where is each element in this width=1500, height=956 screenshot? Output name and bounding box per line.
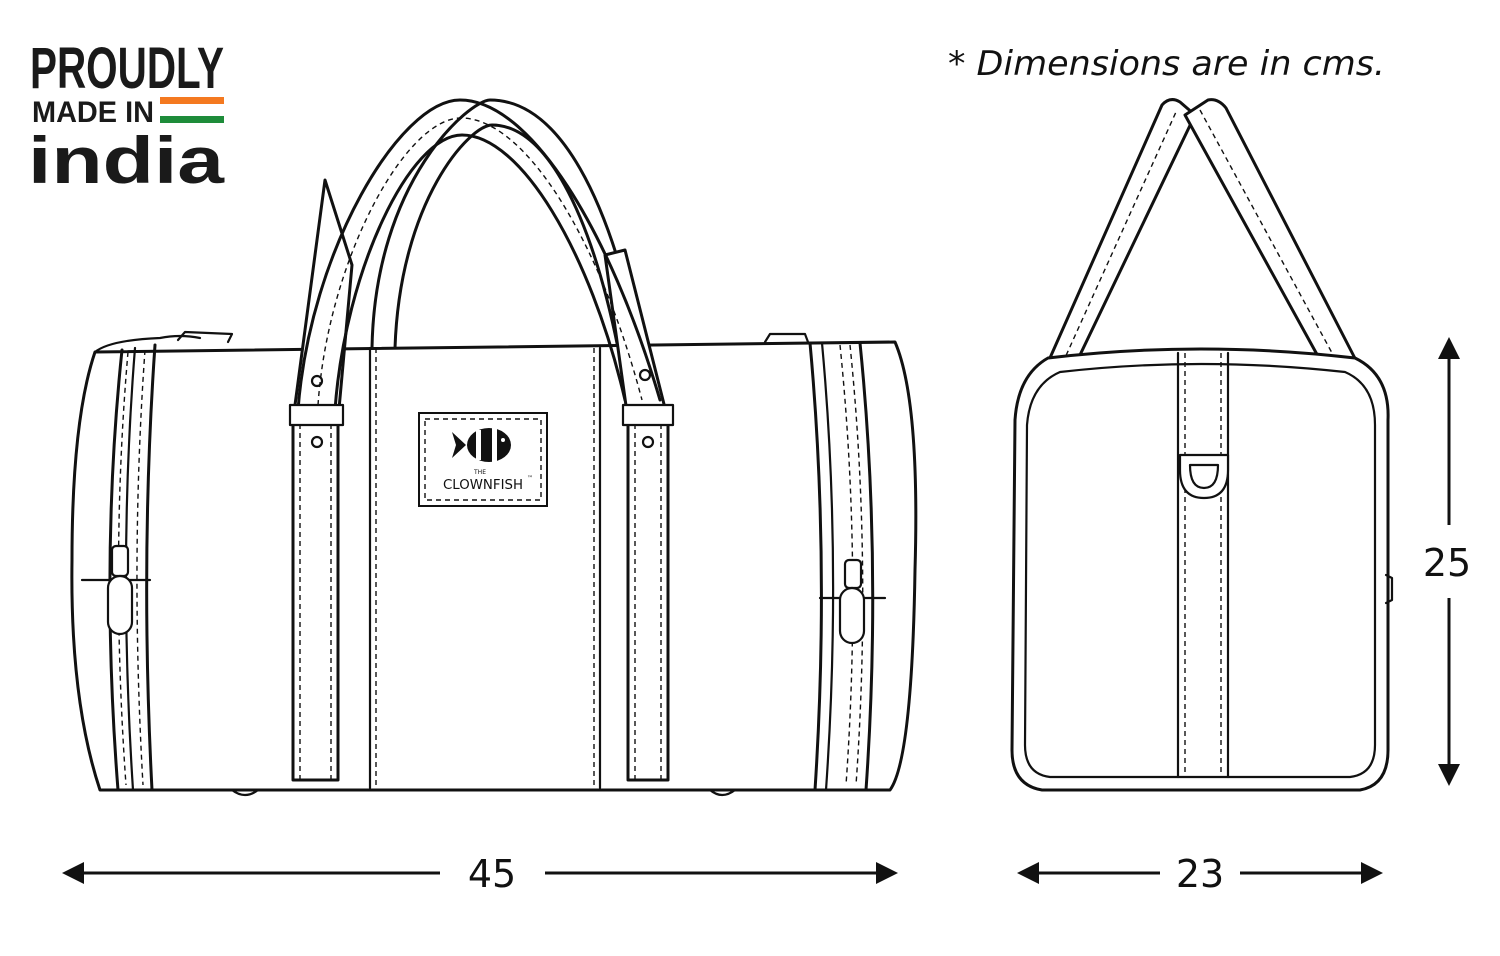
arrow-right-icon <box>1361 862 1383 884</box>
arrow-up-icon <box>1438 337 1460 359</box>
brand-trademark: ™ <box>527 475 533 482</box>
handle-front <box>296 98 662 412</box>
brand-name: CLOWNFISH <box>443 478 523 493</box>
top-zipper-pull <box>176 330 234 344</box>
arrow-left-icon <box>62 862 84 884</box>
brand-small-text: THE <box>473 469 486 476</box>
handle-front-inner <box>333 133 627 412</box>
d-ring-icon <box>1178 453 1230 500</box>
flag-green-stripe <box>160 116 224 123</box>
side-handle-right <box>1183 98 1364 380</box>
logo-proudly: PROUDLY <box>30 36 224 101</box>
width-dimension: 45 <box>62 852 898 896</box>
depth-dimension: 23 <box>1017 852 1383 896</box>
dimensions-note: * Dimensions are in cms. <box>948 44 1385 84</box>
height-dimension: 25 <box>1423 337 1471 786</box>
arrow-left-icon <box>1017 862 1039 884</box>
clownfish-logo-icon <box>452 428 511 462</box>
depth-value: 23 <box>1176 852 1224 896</box>
bag-front-view: THE CLOWNFISH ™ <box>70 98 918 797</box>
right-zipper-pull <box>838 558 866 645</box>
logo-made-in: MADE IN <box>32 96 154 129</box>
flag-saffron-stripe <box>160 97 224 104</box>
handle-back <box>370 98 642 350</box>
left-zipper-pull <box>106 544 134 636</box>
width-value: 45 <box>468 852 516 896</box>
made-in-india-logo: PROUDLY MADE IN india <box>28 36 226 197</box>
handle-back-inner <box>393 123 620 350</box>
bag-body <box>70 340 918 792</box>
height-value: 25 <box>1423 541 1471 585</box>
arrow-right-icon <box>876 862 898 884</box>
arrow-down-icon <box>1438 764 1460 786</box>
side-body <box>1010 347 1390 792</box>
logo-india: india <box>28 123 226 197</box>
brand-label: THE CLOWNFISH ™ <box>418 412 548 507</box>
side-handle-left <box>1036 98 1197 387</box>
bag-side-view <box>1010 98 1394 792</box>
